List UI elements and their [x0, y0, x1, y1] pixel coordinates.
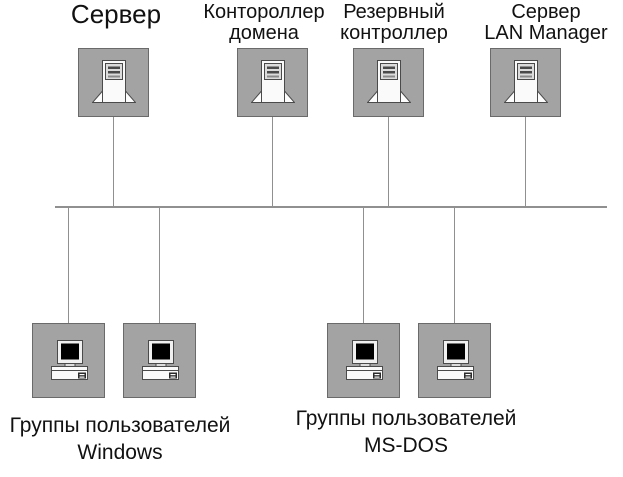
node-domain-controller: [237, 48, 308, 117]
node-workstation-windows-2: [123, 323, 196, 398]
connector-workstation-3: [363, 208, 364, 323]
label-domain-controller: Контороллер домена: [203, 2, 324, 44]
node-server: [78, 48, 149, 117]
connector-workstation-4: [454, 208, 455, 323]
label-line: домена: [229, 22, 299, 44]
node-workstation-msdos-2: [418, 323, 491, 398]
desktop-computer-icon: [46, 339, 92, 383]
connector-server-1: [113, 117, 114, 206]
label-line: Сервер: [511, 1, 581, 23]
label-line: контроллер: [340, 22, 448, 44]
server-tower-icon: [251, 59, 295, 107]
label-line: MS-DOS: [363, 434, 448, 457]
label-windows-users: Группы пользователей Windows: [10, 412, 231, 466]
label-line: Windows: [77, 441, 163, 464]
connector-server-3: [388, 117, 389, 206]
node-workstation-windows-1: [32, 323, 105, 398]
desktop-computer-icon: [432, 339, 478, 383]
connector-workstation-1: [68, 208, 69, 323]
bus-line: [55, 206, 607, 208]
label-server: Сервер: [71, 0, 161, 28]
node-backup-controller: [353, 48, 424, 117]
connector-workstation-2: [159, 208, 160, 323]
label-line: Группы пользователей: [9, 414, 231, 437]
desktop-computer-icon: [341, 339, 387, 383]
label-line: Группы пользователей: [295, 407, 517, 430]
label-msdos-users: Группы пользователей MS-DOS: [296, 405, 517, 459]
connector-server-4: [525, 117, 526, 206]
label-line: LAN Manager: [484, 22, 608, 44]
label-backup-controller: Резервный контроллер: [340, 2, 448, 44]
server-tower-icon: [504, 59, 548, 107]
connector-server-2: [272, 117, 273, 206]
label-line: Контороллер: [203, 1, 325, 23]
label-line: Сервер: [70, 0, 162, 29]
node-workstation-msdos-1: [327, 323, 400, 398]
label-line: Резервный: [343, 1, 445, 23]
node-lan-manager-server: [490, 48, 561, 117]
server-tower-icon: [92, 59, 136, 107]
label-lan-manager-server: Сервер LAN Manager: [484, 2, 607, 44]
desktop-computer-icon: [137, 339, 183, 383]
server-tower-icon: [367, 59, 411, 107]
